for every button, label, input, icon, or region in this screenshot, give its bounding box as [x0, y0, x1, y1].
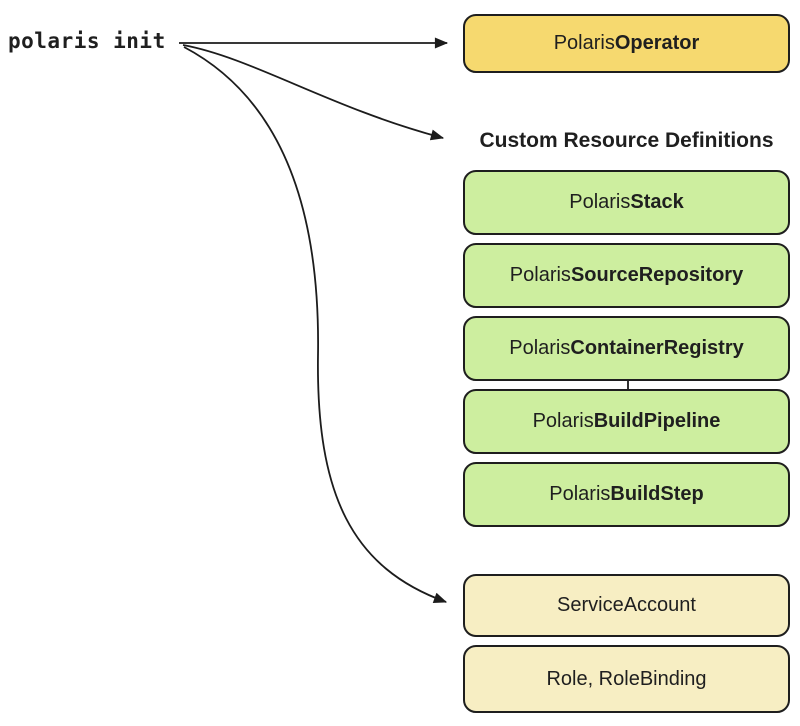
node-role-rolebinding: Role, RoleBinding — [463, 645, 790, 713]
node-label: ServiceAccount — [557, 594, 696, 616]
node-label: Role, RoleBinding — [546, 667, 707, 690]
node-label-bold: Stack — [630, 191, 684, 213]
node-label-bold: BuildPipeline — [593, 410, 721, 432]
node-label-bold: Operator — [614, 32, 700, 54]
polaris-init-command: polaris init — [8, 29, 166, 53]
crd-heading: Custom Resource Definitions — [479, 129, 774, 152]
node-label-prefix: Polaris — [549, 483, 611, 505]
node-label-prefix: Polaris — [532, 410, 594, 432]
node-label-bold: ContainerRegistry — [570, 337, 744, 359]
arrow-to-crd-heading — [182, 44, 445, 141]
node-label-prefix: Polaris — [553, 32, 615, 54]
node-polaris-operator: Polaris Operator — [463, 14, 790, 73]
node-label-bold: BuildStep — [610, 483, 704, 505]
node-label-bold: SourceRepository — [570, 264, 744, 286]
node-serviceaccount: ServiceAccount — [463, 574, 790, 637]
node-label-prefix: Polaris — [509, 264, 571, 286]
node-label-prefix: Polaris — [509, 337, 571, 359]
node-label-prefix: Polaris — [569, 191, 631, 213]
arrow-to-serviceaccount — [183, 46, 448, 604]
